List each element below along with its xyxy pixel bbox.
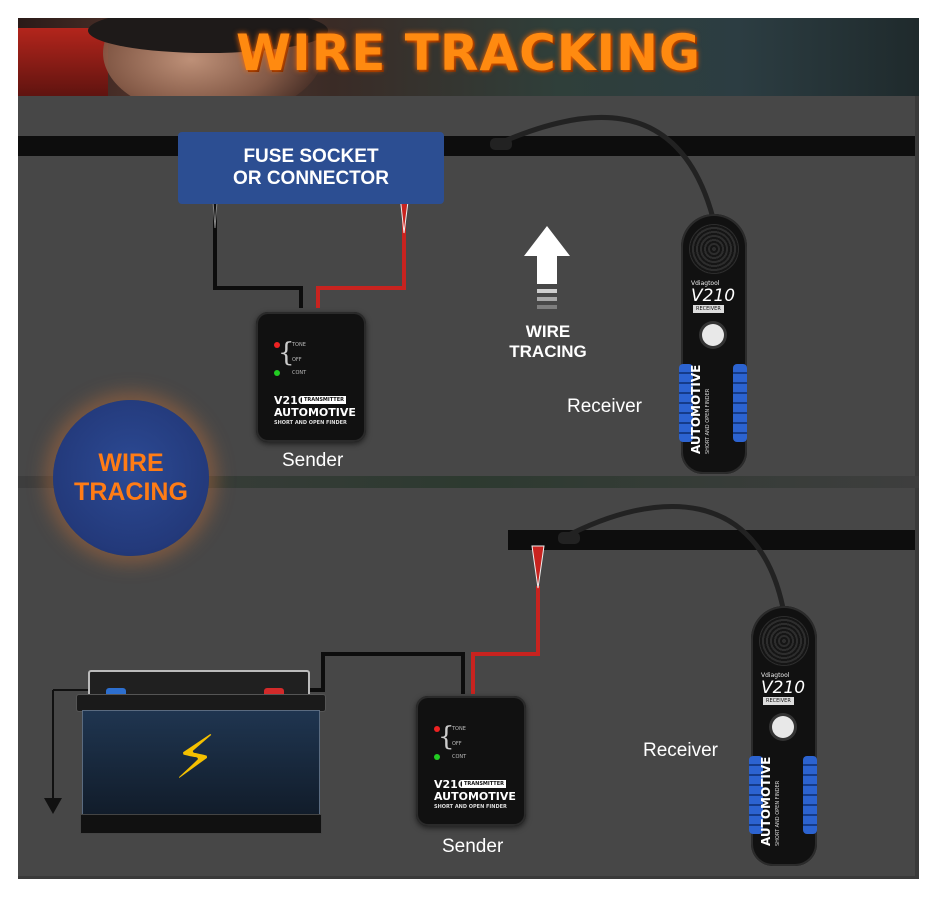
label-cont: CONT: [292, 370, 307, 376]
led-tone: [434, 726, 440, 732]
switch-brace: {: [278, 338, 295, 368]
sender-name: AUTOMOTIVE: [434, 790, 516, 803]
receiver-brand: Vdiagtool: [691, 280, 720, 287]
harness-cable-top: [18, 136, 915, 156]
receiver-device-top: Vdiagtool V210 RECEIVER AUTOMOTIVE SHORT…: [679, 214, 747, 474]
red-probe-clip-bottom: [531, 545, 545, 589]
label-off: OFF: [452, 741, 462, 747]
sender-device-bottom: { TONE OFF CONT V210 TRANSMITTER AUTOMOT…: [416, 696, 526, 826]
receiver-subtitle: SHORT AND OPEN FINDER: [705, 388, 711, 454]
page-title: WIRE TRACKING: [235, 24, 702, 82]
sender-label-top: Sender: [282, 450, 344, 471]
led-tone: [274, 342, 280, 348]
receiver-device-bottom: Vdiagtool V210 RECEIVER AUTOMOTIVE SHORT…: [749, 606, 817, 866]
receiver-probe-tip-top: [490, 138, 512, 150]
red-lead-bottom: [471, 586, 540, 694]
battery-body: [82, 710, 320, 816]
receiver-tag: RECEIVER: [693, 305, 724, 313]
receiver-subtitle: SHORT AND OPEN FINDER: [775, 780, 781, 846]
receiver-name: AUTOMOTIVE: [759, 756, 773, 846]
ground-arrow-icon: [44, 798, 62, 814]
left-grip: [749, 756, 763, 834]
right-grip: [733, 364, 747, 442]
receiver-probe-tip-bottom: [558, 532, 580, 544]
red-lead-top: [316, 196, 406, 308]
sender-model: V210: [434, 778, 466, 791]
badge-line2: TRACING: [74, 478, 188, 506]
label-cont: CONT: [452, 754, 467, 760]
receiver-power-button: [772, 716, 794, 738]
label-tone: TONE: [452, 726, 466, 732]
header-photo: [18, 18, 919, 118]
background-red-pipe: [18, 28, 108, 98]
receiver-tag: RECEIVER: [763, 697, 794, 705]
up-arrow-icon: [524, 226, 570, 309]
right-grip: [803, 756, 817, 834]
receiver-model: V210: [691, 286, 736, 306]
led-cont: [274, 370, 280, 376]
fuse-socket-box: FUSE SOCKET OR CONNECTOR: [178, 132, 444, 204]
receiver-gooseneck-bottom: [561, 504, 786, 609]
wire-tracing-label: WIRE TRACING: [496, 322, 600, 362]
receiver-label-top: Receiver: [567, 396, 642, 417]
receiver-model: V210: [761, 678, 806, 698]
sender-name: AUTOMOTIVE: [274, 406, 356, 419]
receiver-gooseneck-top: [491, 114, 716, 219]
label-tone: TONE: [292, 342, 306, 348]
speaker-grille: [759, 616, 809, 666]
sender-subtitle: SHORT AND OPEN FINDER: [434, 804, 507, 810]
fuse-box-line2: OR CONNECTOR: [233, 168, 389, 189]
switch-brace: {: [438, 722, 455, 752]
diagram-frame: WIRE TRACKING FUSE SOCKET OR CONNECTOR: [18, 18, 919, 879]
sender-label-bottom: Sender: [442, 836, 504, 857]
receiver-brand: Vdiagtool: [761, 672, 790, 679]
left-grip: [679, 364, 693, 442]
sender-tag: TRANSMITTER: [302, 396, 346, 404]
harness-cable-bottom: [508, 530, 915, 550]
panel-separator: [18, 476, 919, 488]
badge-line1: WIRE: [98, 449, 164, 477]
wire-tracing-line1: WIRE: [525, 322, 571, 341]
sender-subtitle: SHORT AND OPEN FINDER: [274, 420, 347, 426]
black-lead-top: [213, 196, 303, 308]
car-battery: ⚡: [76, 666, 326, 834]
background-mechanic-cap: [88, 18, 328, 53]
led-cont: [434, 754, 440, 760]
fuse-box-line1: FUSE SOCKET: [243, 146, 379, 167]
battery-base: [80, 814, 322, 834]
wire-tracing-line2: TRACING: [509, 342, 587, 361]
receiver-label-bottom: Receiver: [643, 740, 718, 761]
sender-tag: TRANSMITTER: [462, 780, 506, 788]
wire-tracing-badge: WIRE TRACING: [53, 400, 209, 556]
speaker-grille: [689, 224, 739, 274]
lightning-bolt-icon: ⚡: [174, 723, 217, 793]
sender-model: V210: [274, 394, 306, 407]
sender-device-top: { TONE OFF CONT V210 TRANSMITTER AUTOMOT…: [256, 312, 366, 442]
receiver-power-button: [702, 324, 724, 346]
receiver-name: AUTOMOTIVE: [689, 364, 703, 454]
label-off: OFF: [292, 357, 302, 363]
